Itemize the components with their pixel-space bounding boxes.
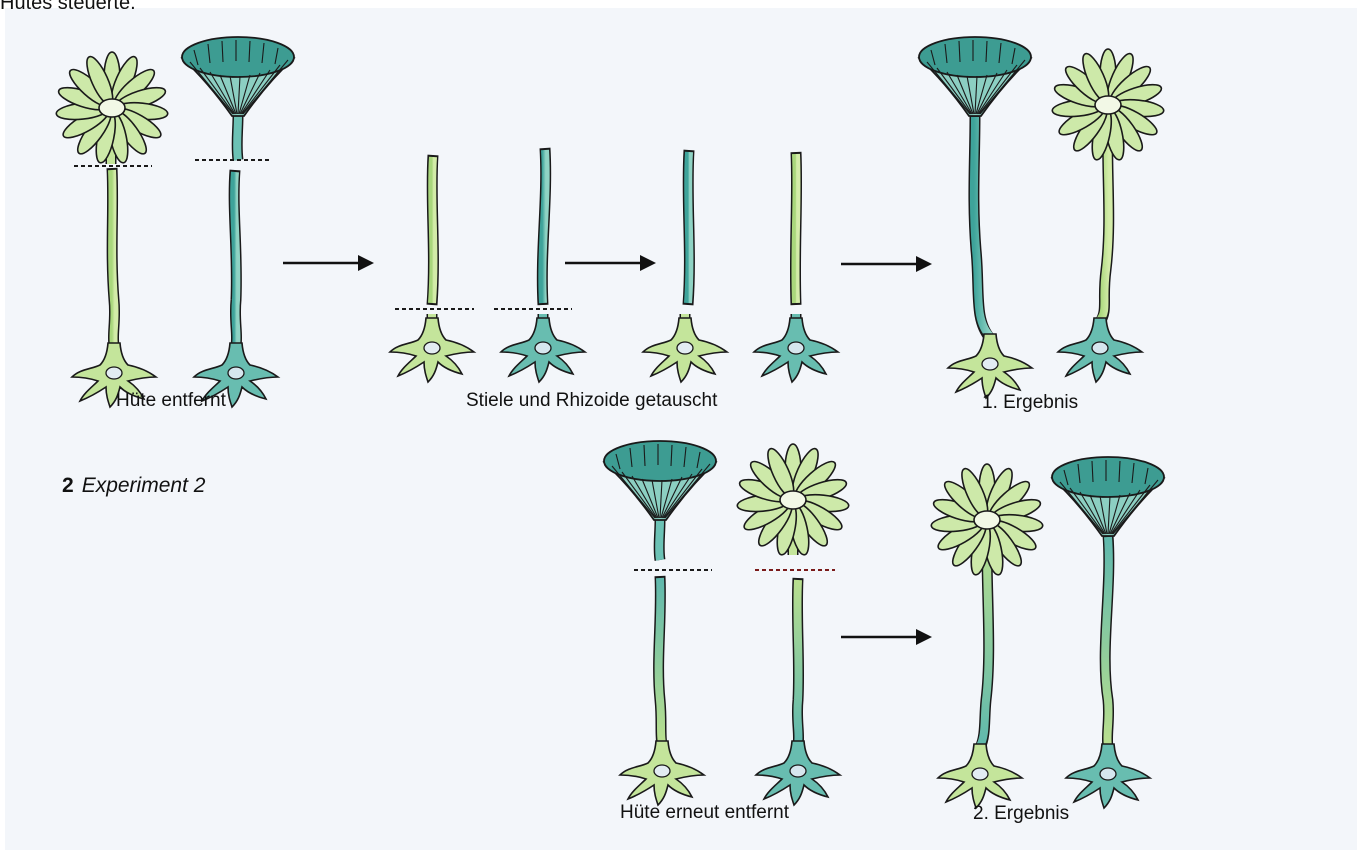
arrow-1 xyxy=(283,255,374,271)
result2-fan-cell xyxy=(1052,457,1164,808)
caption-result2: 2. Ergebnis xyxy=(973,803,1069,825)
stage1-cell2-teal xyxy=(182,37,294,407)
result1-daisy-cell xyxy=(1051,49,1164,382)
stage2-light-stalk-on-teal-base xyxy=(754,152,838,382)
result1-fan-cell xyxy=(919,37,1032,398)
arrow-4 xyxy=(841,629,932,645)
experiment-title: Experiment 2 xyxy=(82,474,206,497)
arrow-3 xyxy=(841,256,932,272)
experiment-number: 2 xyxy=(62,474,74,497)
caption-swapped: Stiele und Rhizoide getauscht xyxy=(466,390,717,412)
stage2-stalk-teal xyxy=(494,148,585,382)
regrown-fan-cell xyxy=(604,441,716,805)
result2-daisy-cell xyxy=(930,464,1043,808)
caption-hats-removed-again: Hüte erneut entfernt xyxy=(620,802,789,824)
caption-hats-removed: Hüte entfernt xyxy=(116,390,226,412)
caption-result1: 1. Ergebnis xyxy=(982,392,1078,414)
regrown-daisy-cell xyxy=(736,444,849,805)
stage1-cell1-light xyxy=(55,52,168,407)
stage2-stalk-light xyxy=(390,155,474,382)
stage2-teal-stalk-on-light-base xyxy=(643,150,727,382)
experiment-label: 2 Experiment 2 xyxy=(62,474,205,498)
arrow-2 xyxy=(565,255,656,271)
